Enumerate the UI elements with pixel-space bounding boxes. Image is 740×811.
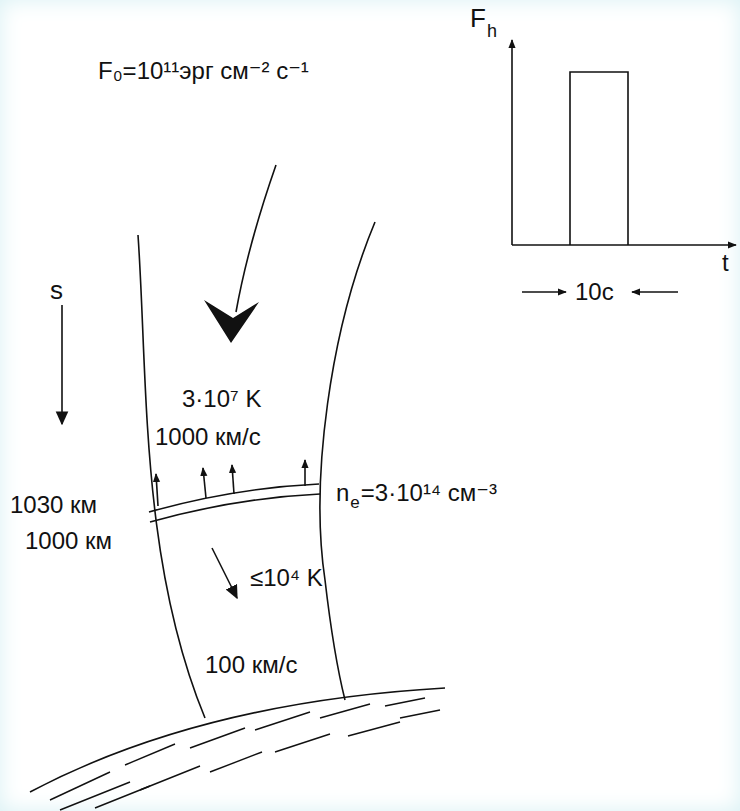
height-label: 1030 км <box>10 492 97 518</box>
density-symbol: n <box>336 480 349 506</box>
axis-symbol: t <box>722 250 729 276</box>
duration-arrow <box>632 291 678 293</box>
photosphere-line <box>30 688 445 792</box>
duration-label: 10с <box>575 279 614 305</box>
axis-symbol: F <box>470 4 486 33</box>
temperature-label: 3·10⁷ K <box>182 386 261 412</box>
s-axis-arrow <box>61 305 63 424</box>
height-label: 1000 км <box>25 528 112 554</box>
energy-flux-label: F₀=10¹¹эрг см⁻² с⁻¹ <box>98 58 309 84</box>
loop-left-wall <box>138 235 205 718</box>
upflow-arrow <box>156 474 158 506</box>
upflow-arrow <box>203 468 206 498</box>
loop-right-wall <box>320 222 375 700</box>
downflow-arrow <box>212 548 237 598</box>
plot-y-axis <box>511 40 513 245</box>
front-lower <box>150 494 320 522</box>
upflow-arrow <box>232 465 234 494</box>
flux-arrow-shaft <box>236 165 276 312</box>
density-subscript: e <box>350 494 359 513</box>
temperature-label: ≤10⁴ K <box>250 565 323 591</box>
upflow-arrow <box>304 460 306 486</box>
plot-x-axis <box>512 244 736 246</box>
heating-pulse <box>570 72 628 245</box>
ground-hatching <box>50 698 440 810</box>
axis-subscript: h <box>487 22 497 42</box>
velocity-label: 100 км/с <box>205 652 297 678</box>
coordinate-symbol: s <box>50 276 63 305</box>
density-value: =3·10¹⁴ см⁻³ <box>361 480 497 506</box>
velocity-label: 1000 км/с <box>155 424 261 450</box>
duration-arrow <box>522 291 566 293</box>
flux-arrow-head <box>204 300 259 343</box>
